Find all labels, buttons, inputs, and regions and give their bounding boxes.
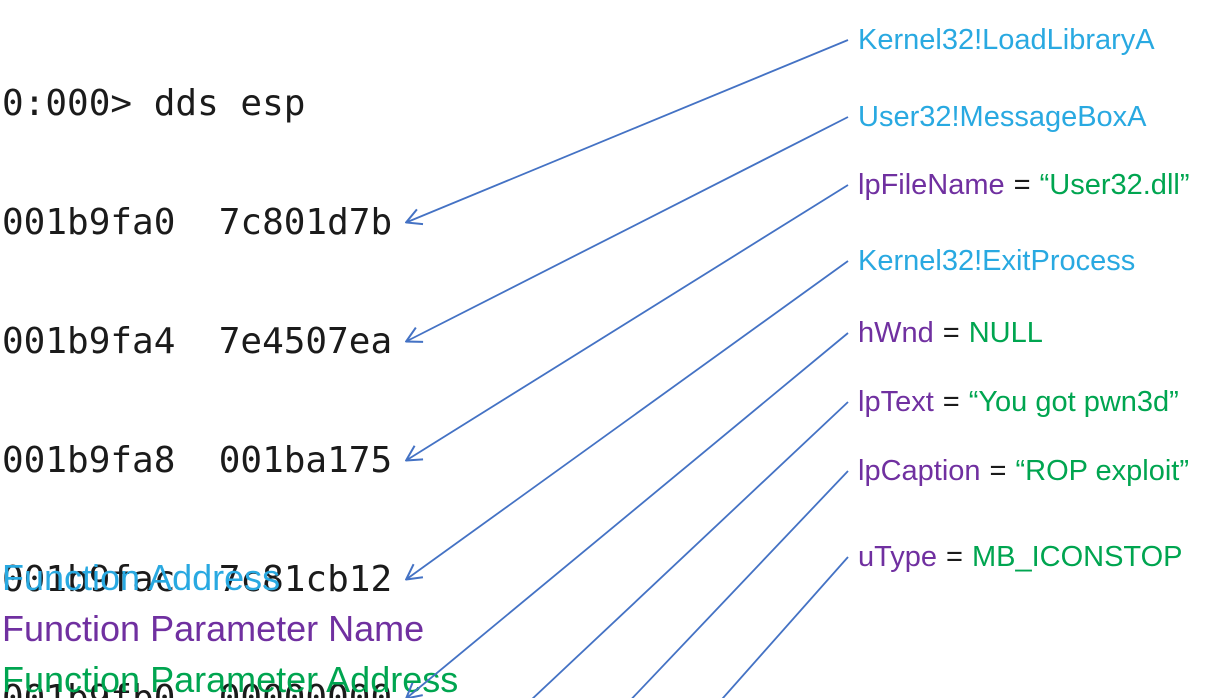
legend-parameter-name: Function Parameter Name xyxy=(2,608,425,649)
equals-sign: = xyxy=(989,455,1007,487)
legend-parameter-address: Function Parameter Address xyxy=(2,659,459,698)
stack-address: 001b9fa8 xyxy=(2,440,176,481)
parameter-name-label: lpText xyxy=(858,386,934,418)
stack-value: 7c801d7b xyxy=(218,202,393,243)
annotation-row: Kernel32!ExitProcess xyxy=(858,243,1135,279)
parameter-name-label: lpCaption xyxy=(858,455,981,487)
legend: Function Address Function Parameter Name… xyxy=(2,552,458,698)
function-address-label: User32!MessageBoxA xyxy=(858,101,1147,133)
dump-row: 001b9fa4 7e4507ea xyxy=(2,323,392,360)
debugger-command-line: 0:000> dds esp xyxy=(2,83,306,124)
parameter-value-label: NULL xyxy=(968,317,1043,349)
arrow-line xyxy=(531,401,849,698)
dump-row: 001b9fb0 00000000 xyxy=(2,680,392,698)
arrow-line xyxy=(406,39,849,223)
stack-address: 001b9fa4 xyxy=(2,321,176,362)
arrow-line xyxy=(721,556,849,698)
legend-function-address: Function Address xyxy=(2,557,281,598)
parameter-value-label: “You got pwn3d” xyxy=(968,386,1179,418)
parameter-value-label: MB_ICONSTOP xyxy=(971,541,1183,573)
function-address-label: Kernel32!ExitProcess xyxy=(858,245,1136,277)
stack-address: 001b9fac xyxy=(2,559,176,600)
annotation-row: Kernel32!LoadLibraryA xyxy=(858,22,1155,58)
parameter-name-label: lpFileName xyxy=(858,169,1005,201)
equals-sign: = xyxy=(946,541,963,573)
parameter-name-label: hWnd xyxy=(858,317,934,349)
annotation-row: lpFileName=“User32.dll” xyxy=(858,167,1189,203)
annotation-row: uType =MB_ICONSTOP xyxy=(858,539,1183,575)
annotation-row: User32!MessageBoxA xyxy=(858,99,1147,135)
equals-sign: = xyxy=(942,386,960,418)
dump-row: 001b9fa8 001ba175 xyxy=(2,442,392,479)
stack-value: 7e4507ea xyxy=(218,321,393,362)
function-address-label: Kernel32!LoadLibraryA xyxy=(858,24,1155,56)
parameter-name-label: uType xyxy=(858,541,937,573)
stack-address: 001b9fa0 xyxy=(2,202,176,243)
debugger-output: 0:000> dds esp 001b9fa0 7c801d7b 001b9fa4… xyxy=(2,3,392,698)
stack-value: 001ba175 xyxy=(218,440,393,481)
stack-address: 001b9fb0 xyxy=(2,678,175,698)
arrow-line xyxy=(631,470,849,698)
stack-value: 00000000 xyxy=(219,678,392,698)
arrow-line xyxy=(406,116,849,342)
dump-row: 001b9fac 7c81cb12 xyxy=(2,561,392,598)
parameter-value-label: “User32.dll” xyxy=(1039,169,1190,201)
parameter-value-label: “ROP exploit” xyxy=(1015,455,1189,487)
arrow-line xyxy=(406,332,849,698)
annotation-row: lpText=“You got pwn3d” xyxy=(858,384,1179,420)
annotation-row: lpCaption=“ROP exploit” xyxy=(858,453,1189,489)
dump-row: 001b9fa0 7c801d7b xyxy=(2,204,392,241)
arrow-line xyxy=(406,184,849,461)
stack-value: 7c81cb12 xyxy=(218,559,393,600)
equals-sign: = xyxy=(1013,169,1031,201)
equals-sign: = xyxy=(942,317,960,349)
arrow-line xyxy=(406,260,849,580)
annotation-row: hWnd=NULL xyxy=(858,315,1043,351)
